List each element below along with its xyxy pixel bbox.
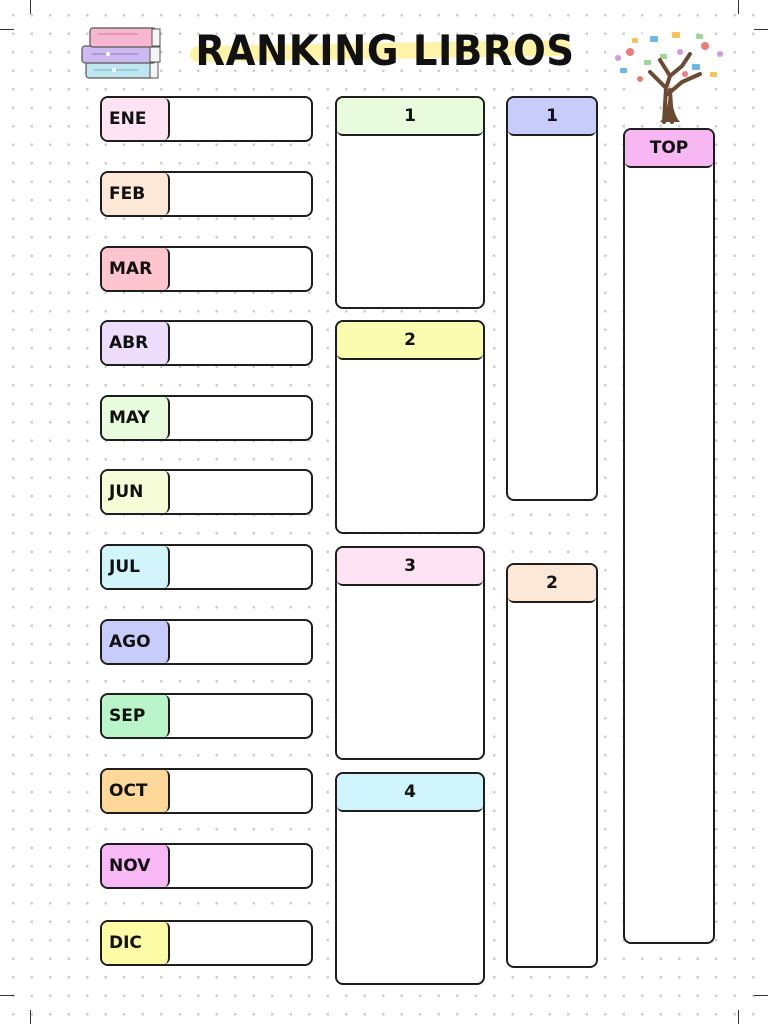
- crop-mark: [738, 0, 739, 14]
- rank-label: 1: [337, 98, 483, 136]
- month-label: ENE: [102, 98, 170, 140]
- top-label: TOP: [625, 130, 713, 168]
- month-row[interactable]: AGO: [100, 619, 313, 665]
- month-row[interactable]: ABR: [100, 320, 313, 366]
- month-row[interactable]: MAR: [100, 246, 313, 292]
- rank-box[interactable]: 3: [335, 546, 485, 760]
- month-row[interactable]: NOV: [100, 843, 313, 889]
- rank-label: 4: [337, 774, 483, 812]
- month-label: SEP: [102, 695, 170, 737]
- crop-mark: [0, 29, 14, 30]
- month-row[interactable]: JUN: [100, 469, 313, 515]
- crop-mark: [738, 1010, 739, 1024]
- rank-label: 2: [337, 322, 483, 360]
- month-label: MAR: [102, 248, 170, 290]
- crop-mark: [30, 0, 31, 14]
- month-label: DIC: [102, 922, 170, 964]
- month-label: FEB: [102, 173, 170, 215]
- book-stack-icon: [81, 27, 161, 79]
- month-label: MAY: [102, 397, 170, 439]
- rank-box[interactable]: 2: [335, 320, 485, 534]
- month-row[interactable]: ENE: [100, 96, 313, 142]
- month-row[interactable]: FEB: [100, 171, 313, 217]
- book-tree-icon: [615, 29, 725, 124]
- month-row[interactable]: OCT: [100, 768, 313, 814]
- crop-mark: [0, 995, 14, 996]
- month-row[interactable]: SEP: [100, 693, 313, 739]
- month-label: OCT: [102, 770, 170, 812]
- crop-mark: [754, 995, 768, 996]
- semester-rank-label: 1: [508, 98, 596, 136]
- crop-mark: [30, 1010, 31, 1024]
- month-label: AGO: [102, 621, 170, 663]
- page-header: RANKING LIBROS: [170, 26, 600, 76]
- semester-box[interactable]: 2: [506, 563, 598, 968]
- rank-label: 3: [337, 548, 483, 586]
- semester-box[interactable]: 1: [506, 96, 598, 501]
- month-label: JUL: [102, 546, 170, 588]
- rank-box[interactable]: 1: [335, 96, 485, 309]
- crop-mark: [754, 29, 768, 30]
- month-label: JUN: [102, 471, 170, 513]
- month-label: NOV: [102, 845, 170, 887]
- month-row[interactable]: DIC: [100, 920, 313, 966]
- month-label: ABR: [102, 322, 170, 364]
- top-box[interactable]: TOP: [623, 128, 715, 944]
- month-row[interactable]: JUL: [100, 544, 313, 590]
- page-title: RANKING LIBROS: [195, 26, 575, 75]
- month-row[interactable]: MAY: [100, 395, 313, 441]
- rank-box[interactable]: 4: [335, 772, 485, 985]
- semester-rank-label: 2: [508, 565, 596, 603]
